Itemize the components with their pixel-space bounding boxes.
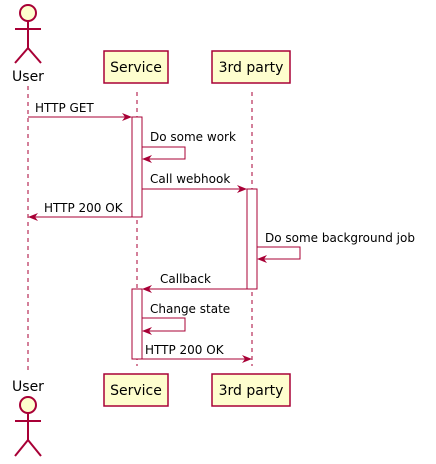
user-label-top: User xyxy=(12,69,44,85)
message-arrow-change-state xyxy=(142,317,186,335)
service-activation-1 xyxy=(131,116,143,218)
message-label-http-200-to-user: HTTP 200 OK xyxy=(44,201,124,215)
message-label-change-state: Change state xyxy=(150,302,230,316)
service-activation-2 xyxy=(131,288,143,360)
third-party-activation xyxy=(246,188,258,290)
third-party-label-top: 3rd party xyxy=(219,60,284,76)
message-label-call-webhook: Call webhook xyxy=(150,172,230,186)
third-party-box-top xyxy=(211,50,291,84)
service-box-bottom xyxy=(103,373,169,407)
third-party-box-bottom xyxy=(211,373,291,407)
message-arrow-background-job xyxy=(257,246,301,263)
service-box-top xyxy=(103,50,169,84)
message-label-do-some-work: Do some work xyxy=(150,130,236,144)
user-label-bottom: User xyxy=(12,379,44,395)
user-actor-top xyxy=(14,4,42,64)
service-label-top: Service xyxy=(110,60,162,76)
message-label-callback: Callback xyxy=(160,272,211,286)
user-actor-bottom xyxy=(14,396,42,457)
message-label-background-job: Do some background job xyxy=(265,231,415,245)
third-party-label-bottom: 3rd party xyxy=(219,383,284,399)
message-arrow-do-some-work xyxy=(142,146,186,163)
message-label-http-get: HTTP GET xyxy=(35,101,94,115)
message-label-http-200-to-third: HTTP 200 OK xyxy=(145,343,225,357)
service-label-bottom: Service xyxy=(110,383,162,399)
